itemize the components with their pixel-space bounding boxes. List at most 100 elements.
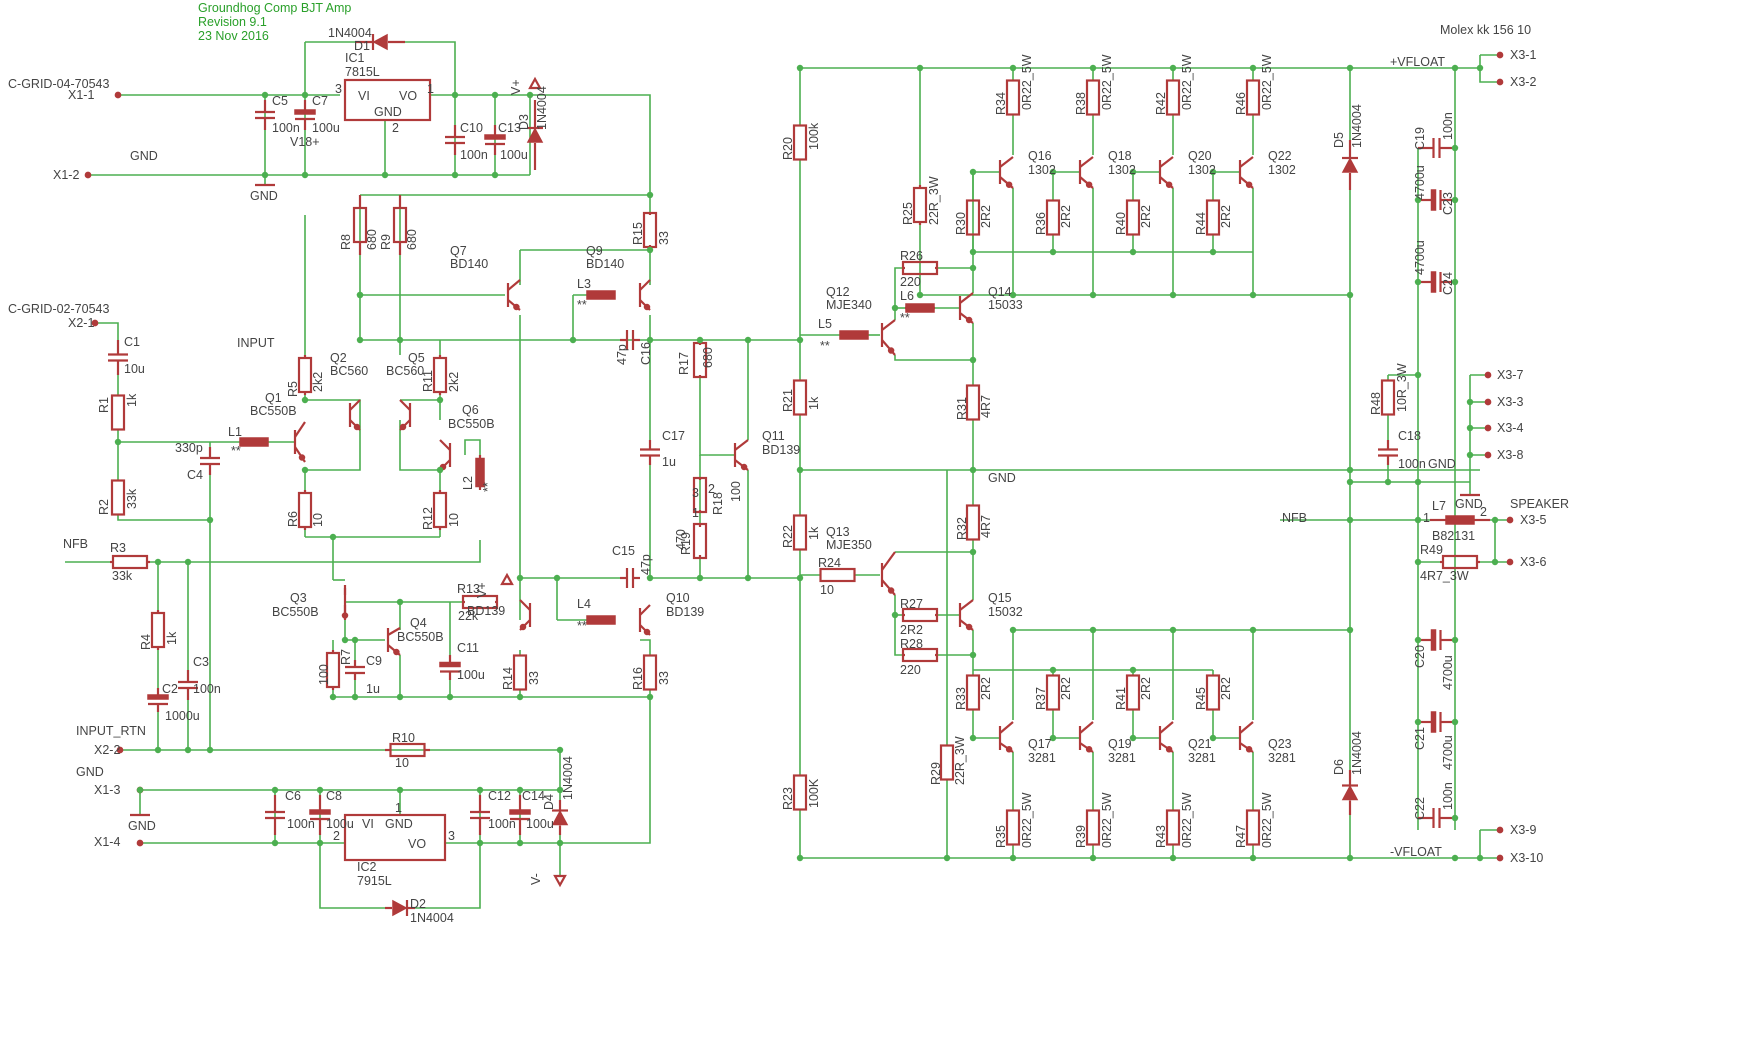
- junction-dot: [1169, 64, 1177, 72]
- label: R10: [392, 731, 415, 745]
- label: Q1: [265, 391, 282, 405]
- label: 1: [692, 506, 699, 520]
- label: 4R7: [979, 395, 993, 418]
- junction-dot: [1249, 291, 1257, 299]
- junction-dot: [1346, 478, 1354, 486]
- junction-dot: [1414, 516, 1422, 524]
- resistor-r31: [965, 384, 981, 421]
- junction-dot: [1129, 248, 1137, 256]
- label: Q13: [826, 525, 850, 539]
- label: 1: [1423, 511, 1430, 525]
- label: 1u: [366, 682, 380, 696]
- label: C19: [1413, 127, 1427, 150]
- label: R2: [97, 499, 111, 515]
- label: 7915L: [357, 874, 392, 888]
- connector-x35: [1506, 516, 1514, 524]
- connector-x34: [1484, 424, 1492, 432]
- label: +VFLOAT: [1390, 55, 1445, 69]
- label: V-: [529, 873, 543, 885]
- transistor-q16: [998, 156, 1014, 189]
- resistor-r27: [901, 607, 939, 623]
- label: 0R22_5W: [1100, 792, 1114, 848]
- label: GND: [130, 149, 158, 163]
- label: 7815L: [345, 65, 380, 79]
- label: 1302: [1188, 163, 1216, 177]
- label: 1N4004: [561, 756, 575, 800]
- label: 1: [395, 801, 402, 815]
- junction-dot: [271, 786, 279, 794]
- label: R38: [1074, 92, 1088, 115]
- label: R5: [286, 381, 300, 397]
- label: BC560: [386, 364, 424, 378]
- label: C13: [498, 121, 521, 135]
- junction-dot: [516, 574, 524, 582]
- label: C18: [1398, 429, 1421, 443]
- label: Q16: [1028, 149, 1052, 163]
- capacitor-c3: [178, 670, 198, 700]
- label: 680: [701, 347, 715, 368]
- label: 2R2: [1059, 205, 1073, 228]
- label: R40: [1114, 212, 1128, 235]
- junction-dot: [316, 839, 324, 847]
- label: R43: [1154, 825, 1168, 848]
- capacitor-c5: [255, 100, 275, 130]
- junction-dot: [1089, 291, 1097, 299]
- label: R35: [994, 825, 1008, 848]
- label: L6: [900, 289, 914, 303]
- junction-dot: [1414, 371, 1422, 379]
- junction-dot: [1049, 248, 1057, 256]
- resistor-r19: [692, 522, 708, 560]
- junction-dot: [1049, 666, 1057, 674]
- resistor-r16: [642, 654, 658, 691]
- label: 10u: [124, 362, 145, 376]
- label: 100k: [807, 122, 821, 150]
- connector-label-x12: X1-2: [53, 168, 79, 182]
- label: L2: [461, 476, 475, 490]
- resistor-r35: [1005, 809, 1021, 846]
- resistor-r47: [1245, 809, 1261, 846]
- label: VO: [399, 89, 417, 103]
- capacitor-c13: [484, 125, 506, 155]
- junction-dot: [396, 786, 404, 794]
- resistor-r41: [1125, 674, 1141, 711]
- label: -VFLOAT: [1390, 845, 1442, 859]
- resistor-r4: [150, 610, 166, 650]
- connector-label-x34: X3-4: [1497, 421, 1523, 435]
- label: 22k: [458, 609, 479, 623]
- junction-dot: [526, 91, 534, 99]
- label: BC560: [330, 364, 368, 378]
- junction-dot: [301, 171, 309, 179]
- junction-dot: [1476, 854, 1484, 862]
- label: 33: [657, 671, 671, 685]
- capacitor-c15: [620, 568, 640, 588]
- junction-dot: [451, 91, 459, 99]
- label: 2R2: [979, 677, 993, 700]
- connector-x1-1: [114, 91, 122, 99]
- junction-dot: [1249, 626, 1257, 634]
- label: 1N4004: [410, 911, 454, 925]
- inductor-l3: [586, 290, 616, 300]
- connector-x38: [1484, 451, 1492, 459]
- label: 100K: [807, 778, 821, 808]
- label: Q6: [462, 403, 479, 417]
- junction-dot: [1009, 626, 1017, 634]
- connector-x36: [1506, 558, 1514, 566]
- label: GND: [250, 189, 278, 203]
- label: R25: [901, 202, 915, 225]
- label: 100: [317, 664, 331, 685]
- junction-dot: [1169, 291, 1177, 299]
- junction-dot: [476, 839, 484, 847]
- junction-dot: [271, 839, 279, 847]
- label: C14: [522, 789, 545, 803]
- connector-x37: [1484, 371, 1492, 379]
- resistor-r12: [432, 490, 448, 530]
- junction-dot: [646, 336, 654, 344]
- resistor-r33: [965, 674, 981, 711]
- resistor-r43: [1165, 809, 1181, 846]
- transistor-q4: [386, 627, 401, 656]
- junction-dot: [491, 171, 499, 179]
- junction-dot: [136, 786, 144, 794]
- label: 22R_3W: [927, 176, 941, 225]
- label: BC550B: [397, 630, 444, 644]
- label: R11: [421, 370, 435, 392]
